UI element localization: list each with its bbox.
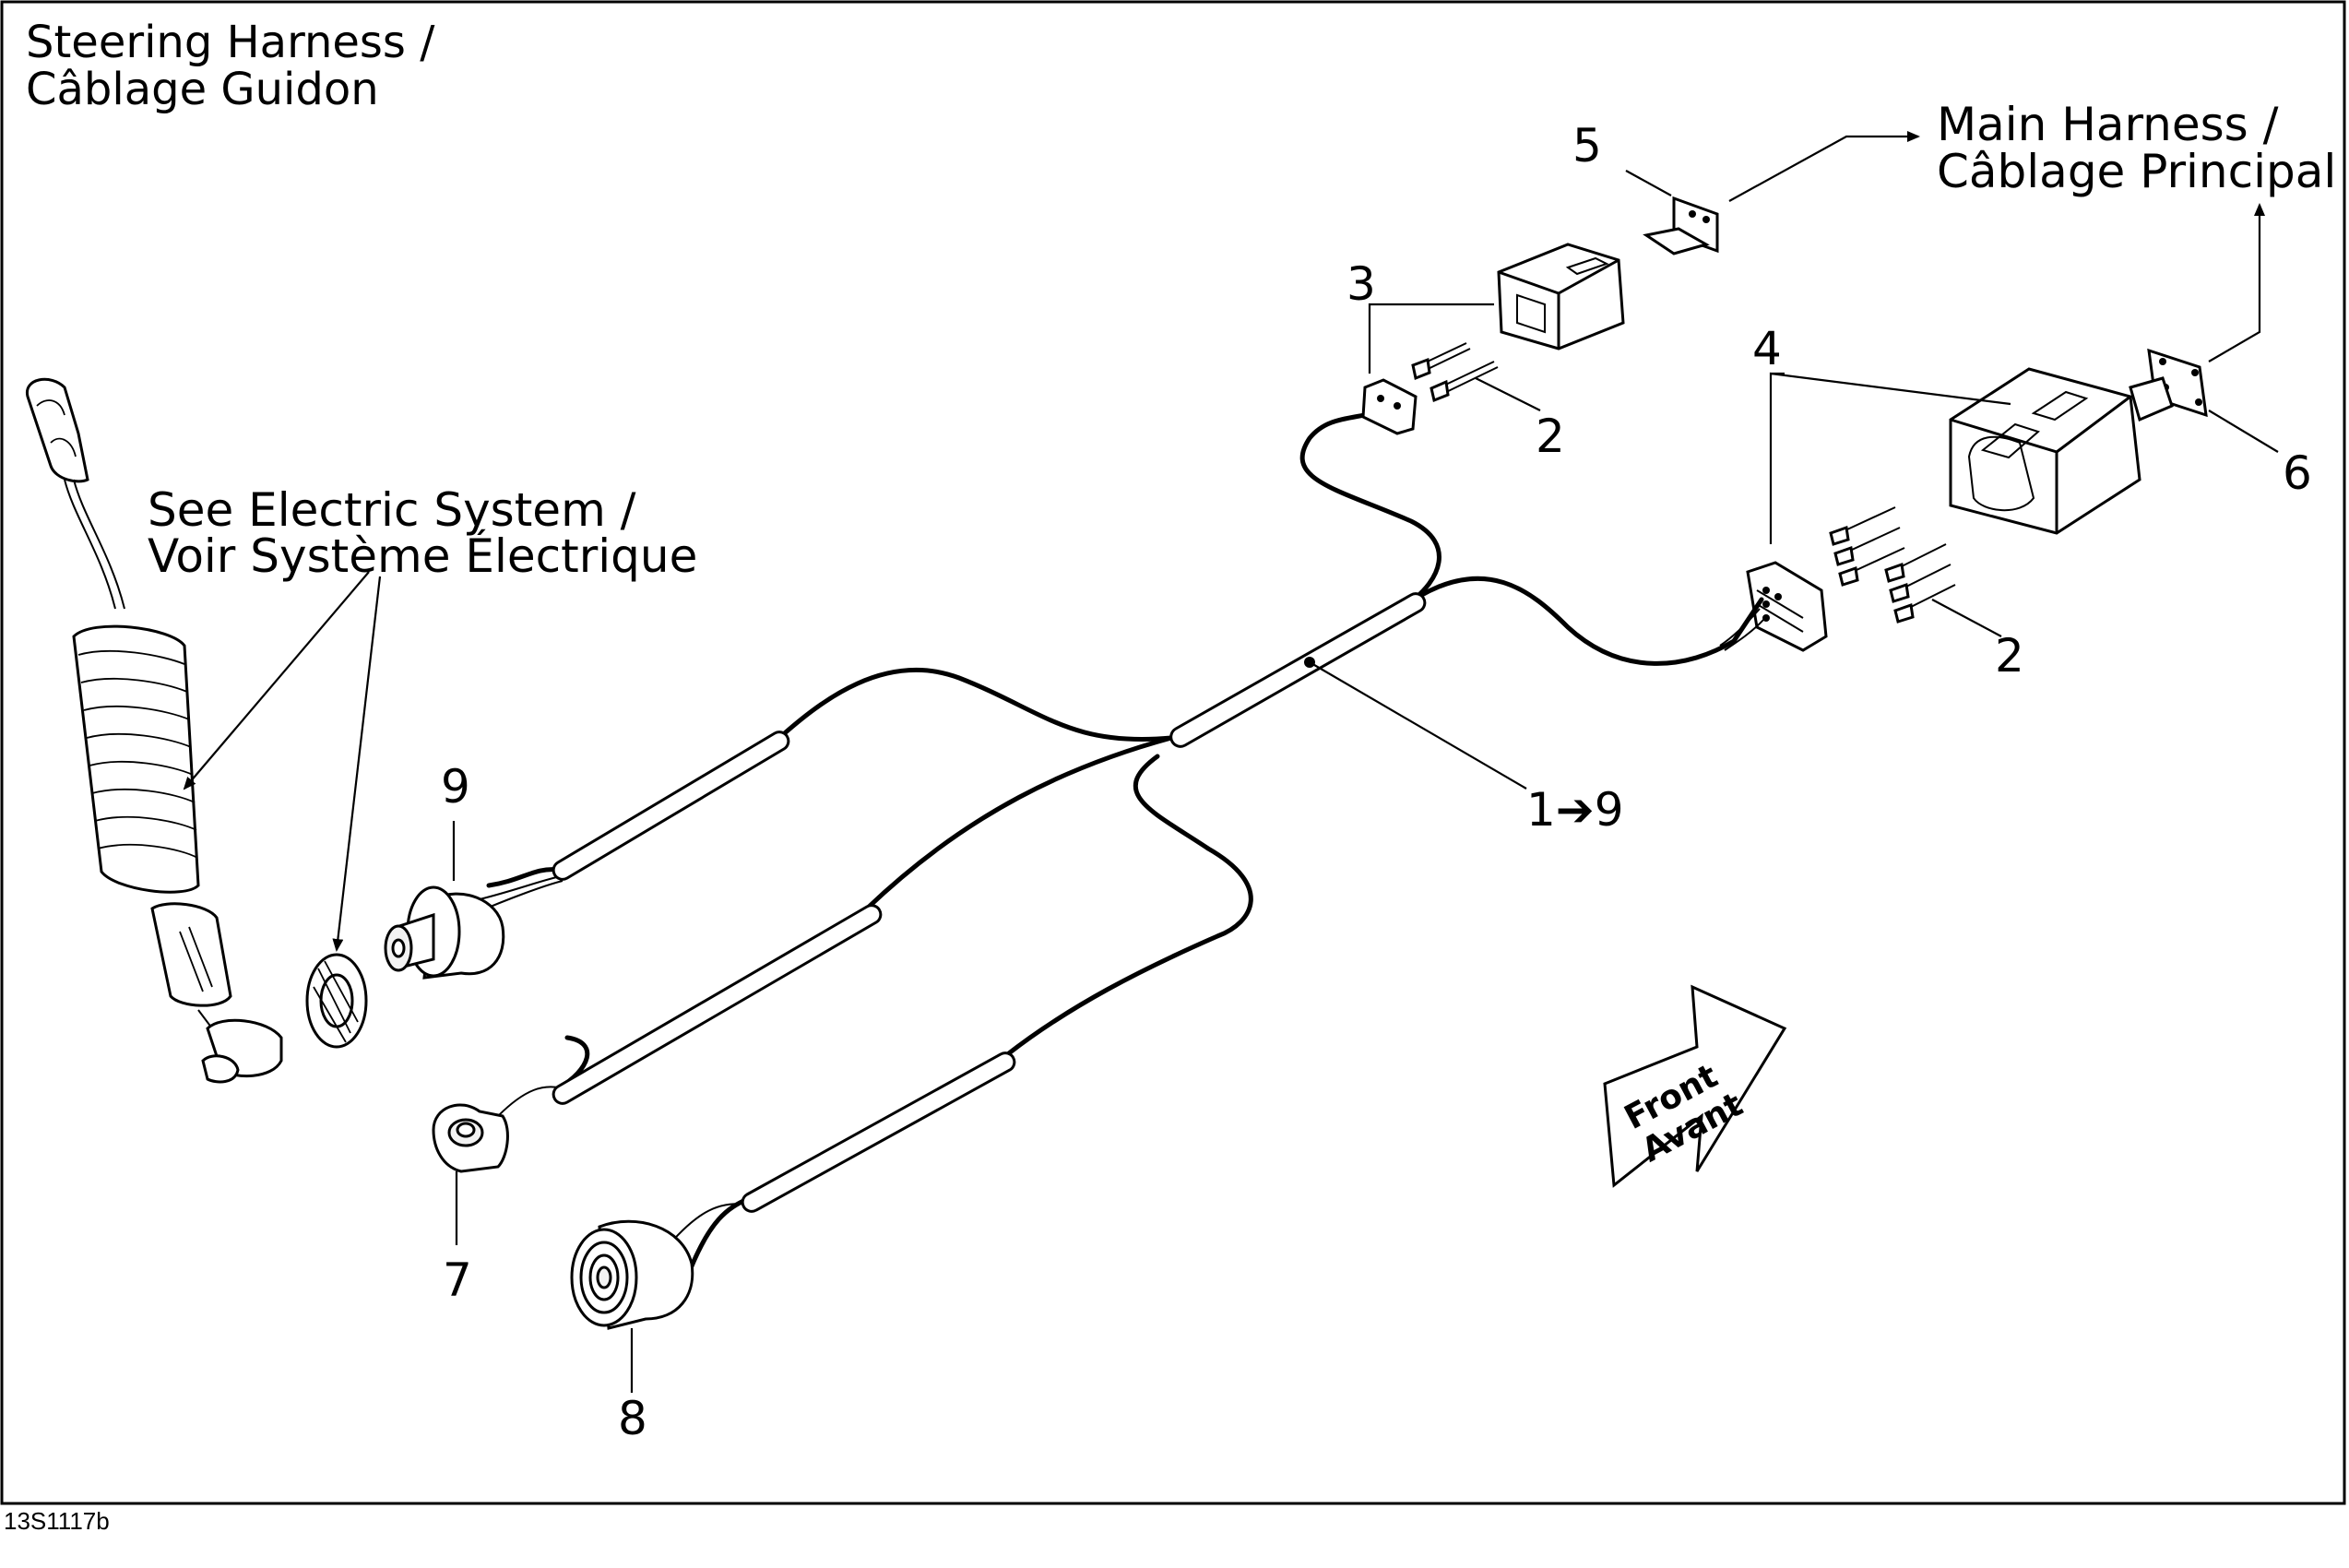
main-harness-line1: Main Harness / xyxy=(1937,98,2279,151)
see-electric-system-line2: Voir Système Électrique xyxy=(148,529,697,583)
lock-5 xyxy=(1643,196,1719,255)
see-electric-system-line1: See Electric System / xyxy=(148,483,636,537)
retaining-ring xyxy=(305,953,368,1049)
safety-lanyard xyxy=(26,377,283,1084)
callout-2-upper: 2 xyxy=(1536,410,1565,463)
main-harness-line2: Câblage Principal xyxy=(1937,145,2336,198)
wire-seal-4 xyxy=(1719,561,1828,652)
diagram-frame xyxy=(0,0,2346,1505)
callout-6: 6 xyxy=(2283,446,2312,500)
switch-8 xyxy=(570,1219,694,1330)
ring-terminal-7 xyxy=(432,1103,509,1173)
callout-1-9: 1➔9 xyxy=(1526,783,1624,837)
wire-seal-3 xyxy=(1361,378,1418,435)
callout-3: 3 xyxy=(1347,257,1376,311)
front-direction-arrow: Front Avant xyxy=(1603,984,1787,1188)
connector-4 xyxy=(1949,367,2141,535)
diagram-title-line1: Steering Harness / xyxy=(26,17,435,68)
callout-2-lower: 2 xyxy=(1995,629,2024,683)
callout-4: 4 xyxy=(1752,322,1782,375)
key-switch-9 xyxy=(384,885,505,980)
terminals-upper xyxy=(1411,342,1499,403)
leader-lines xyxy=(183,131,2279,1393)
callout-9: 9 xyxy=(441,760,470,814)
callout-5: 5 xyxy=(1572,119,1602,172)
lock-6 xyxy=(2129,348,2208,422)
figure-code: 13S1117b xyxy=(4,1507,110,1535)
callout-7: 7 xyxy=(443,1253,472,1307)
callout-8: 8 xyxy=(618,1392,647,1445)
terminals-lower xyxy=(1829,506,1956,624)
connector-3 xyxy=(1497,243,1625,350)
harness-sleeves xyxy=(552,592,1427,1213)
diagram-title-line2: Câblage Guidon xyxy=(26,64,379,115)
